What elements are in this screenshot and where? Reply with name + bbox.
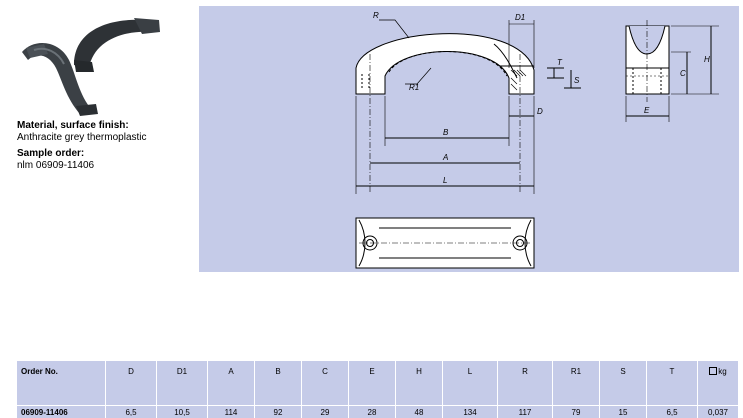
technical-drawing: R D1 T S R1 D B A L H C E (199, 6, 739, 272)
dim-label-b: B (443, 128, 449, 137)
header-b: B (254, 361, 302, 406)
material-heading: Material, surface finish: (17, 120, 129, 131)
product-info: Material, surface finish: Anthracite gre… (17, 120, 147, 176)
cell-b: 92 (254, 405, 302, 418)
header-e: E (348, 361, 396, 406)
dim-label-t: T (557, 58, 563, 67)
cell-r: 117 (497, 405, 553, 418)
dim-label-h: H (704, 55, 710, 64)
cell-a: 114 (207, 405, 255, 418)
dim-label-d: D (537, 107, 543, 116)
header-c: C (301, 361, 349, 406)
table-header-row: Order No. D D1 A B C E H L R R1 S T kg (17, 361, 739, 406)
cell-s: 15 (599, 405, 647, 418)
cell-c: 29 (301, 405, 349, 418)
header-l: L (442, 361, 498, 406)
table-row: 06909-11406 6,5 10,5 114 92 29 28 48 134… (17, 405, 739, 418)
dim-label-e: E (644, 106, 650, 115)
dim-label-c: C (680, 69, 686, 78)
cell-order-no: 06909-11406 (17, 405, 106, 418)
dim-label-r: R (373, 11, 379, 20)
header-h: H (395, 361, 443, 406)
sample-order-heading: Sample order: (17, 148, 85, 159)
header-a: A (207, 361, 255, 406)
header-kg: kg (697, 361, 739, 406)
dim-label-s: S (574, 76, 580, 85)
product-photo (14, 10, 164, 118)
dim-label-r1: R1 (409, 83, 419, 92)
header-r1: R1 (552, 361, 600, 406)
header-s: S (599, 361, 647, 406)
weight-icon (709, 367, 718, 375)
cell-d: 6,5 (105, 405, 157, 418)
cell-e: 28 (348, 405, 396, 418)
cell-t: 6,5 (646, 405, 698, 418)
header-kg-label: kg (718, 367, 727, 376)
header-r: R (497, 361, 553, 406)
cell-d1: 10,5 (156, 405, 208, 418)
cell-h: 48 (395, 405, 443, 418)
header-order-no: Order No. (17, 361, 106, 406)
header-d1: D1 (156, 361, 208, 406)
cell-kg: 0,037 (697, 405, 739, 418)
dim-label-l: L (443, 176, 447, 185)
header-d: D (105, 361, 157, 406)
dim-label-a: A (442, 153, 448, 162)
cell-l: 134 (442, 405, 498, 418)
material-value: Anthracite grey thermoplastic (17, 132, 147, 143)
sample-order-value: nlm 06909-11406 (17, 160, 95, 171)
dim-label-d1: D1 (515, 13, 525, 22)
header-t: T (646, 361, 698, 406)
spec-table: Order No. D D1 A B C E H L R R1 S T kg 0… (17, 361, 739, 418)
cell-r1: 79 (552, 405, 600, 418)
